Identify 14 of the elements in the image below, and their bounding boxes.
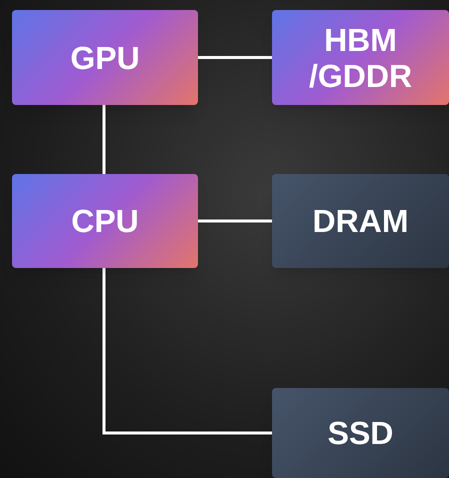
process-box <box>12 174 198 268</box>
box-label: HBM /GDDR <box>308 22 414 94</box>
connector-line <box>198 220 272 222</box>
process-box <box>272 10 449 105</box>
box-label: GPU <box>69 40 141 76</box>
process-box <box>12 10 198 105</box>
process-box <box>272 388 449 478</box>
process-box <box>272 174 449 268</box>
box-label: CPU <box>70 203 140 239</box>
box-label: DRAM <box>312 203 410 239</box>
connector-line <box>198 56 272 59</box>
connector-line <box>102 105 106 174</box>
connector-line <box>102 268 272 434</box>
box-label: SSD <box>326 415 394 451</box>
